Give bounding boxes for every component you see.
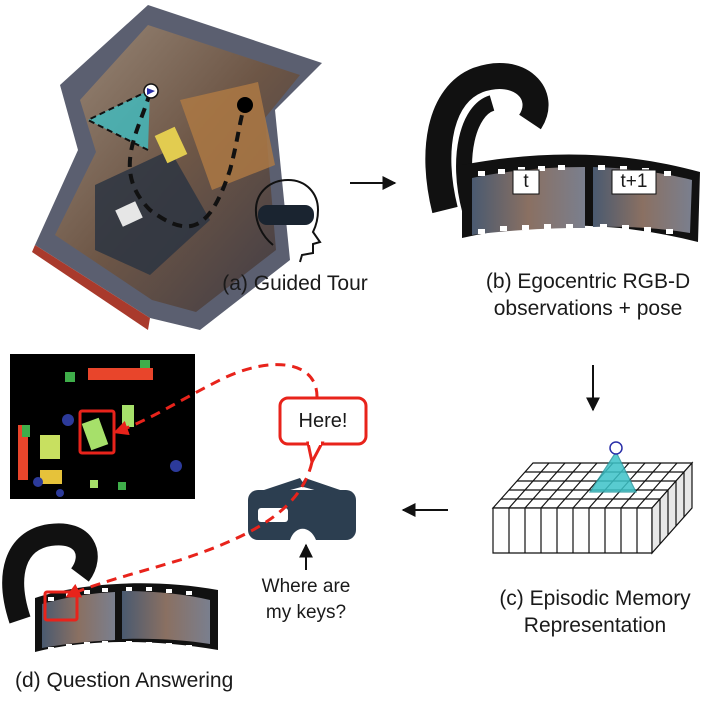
frame-label-t1: t+1 — [620, 171, 648, 192]
semantic-map — [10, 354, 195, 499]
question-line2: my keys? — [265, 602, 347, 623]
caption-episodic-line1: (c) Episodic Memory — [499, 587, 691, 610]
vr-goggles-icon — [248, 478, 356, 540]
camera-frustum — [85, 89, 151, 151]
question-line1: Where are — [261, 576, 351, 597]
answer-frame-highlight — [43, 590, 79, 622]
caption-guided-tour: (a) Guided Tour — [222, 272, 368, 295]
answer-text: Here! — [298, 410, 348, 432]
caption-egocentric-line1: (b) Egocentric RGB-D — [485, 270, 691, 293]
film-strip-egocentric — [425, 63, 700, 242]
vr-headset-head-icon — [254, 178, 322, 263]
frame-label-t: t — [523, 171, 529, 192]
floorplan-map — [32, 5, 322, 330]
answer-bubble — [278, 396, 368, 467]
caption-egocentric-line2: observations + pose — [493, 297, 683, 320]
film-strip-answer — [2, 523, 218, 652]
caption-episodic-line2: Representation — [523, 614, 667, 637]
episodic-memory-grid — [491, 441, 694, 555]
caption-question-answering: (d) Question Answering — [15, 669, 234, 692]
